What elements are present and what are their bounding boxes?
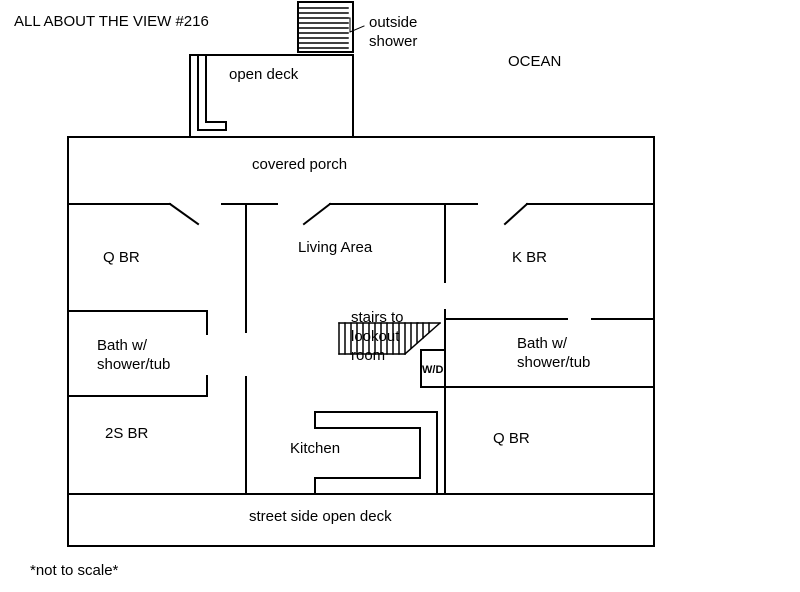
wd-label: W/D: [422, 364, 444, 376]
ocean-label: OCEAN: [508, 53, 562, 70]
q-br-left-label: Q BR: [103, 249, 140, 266]
bedroom-2s-label: 2S BR: [105, 425, 149, 442]
k-br-label: K BR: [512, 249, 548, 266]
kitchen-label: Kitchen: [290, 440, 341, 457]
outside-shower-label: outside shower: [369, 14, 418, 50]
outside-shower-stairs: [297, 1, 365, 53]
bath-left-label: Bath w/ shower/tub: [97, 337, 171, 373]
open-deck-label: open deck: [229, 66, 299, 83]
washer-dryer-box: [420, 349, 446, 388]
open-deck-outline: [189, 54, 354, 138]
living-area-label: Living Area: [298, 239, 373, 256]
kitchen-counter: [314, 411, 438, 495]
page-title: ALL ABOUT THE VIEW #216: [14, 13, 209, 30]
street-deck-outline: [67, 493, 655, 547]
lookout-stairs: [338, 321, 442, 356]
q-br-right-label: Q BR: [493, 430, 530, 447]
stairs-label: stairs to lookout room: [351, 309, 404, 364]
bath-right-label: Bath w/ shower/tub: [517, 335, 591, 371]
scale-note: *not to scale*: [30, 562, 119, 579]
covered-porch-label: covered porch: [252, 156, 348, 173]
street-deck-label: street side open deck: [249, 508, 392, 525]
